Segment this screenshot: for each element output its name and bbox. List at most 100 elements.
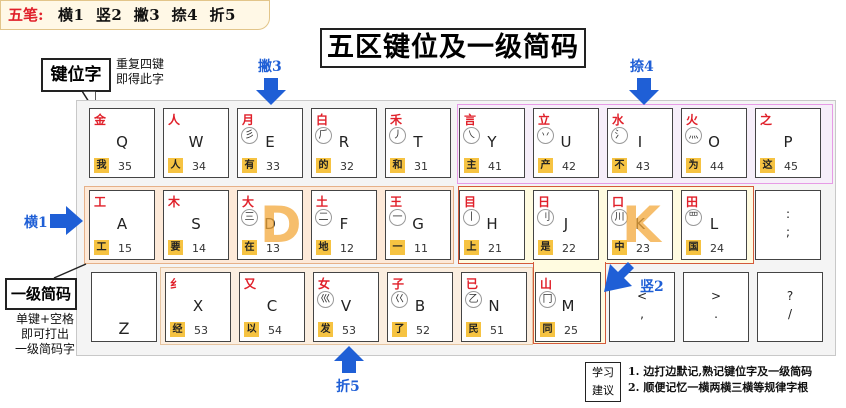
key-zone-number: 51 (490, 324, 504, 337)
key-shortcode-char: 的 (316, 158, 331, 173)
key-shortcode-char: 为 (686, 158, 701, 173)
key-radical-glyph: 灬 (685, 127, 702, 144)
key-radical-glyph: 彡 (241, 127, 258, 144)
key-zone-number: 52 (416, 324, 430, 337)
arrow-right-heng-icon (50, 206, 83, 235)
key-letter: H (486, 215, 498, 233)
key-shortcode-char: 同 (540, 322, 555, 337)
key-letter: W (188, 133, 204, 151)
key-letter: O (708, 133, 720, 151)
arrow-label-heng: 横1 (24, 215, 48, 231)
key-root: 人 (168, 113, 181, 127)
key-radical-glyph: 冂 (539, 291, 556, 308)
banner-strokes: 横1 竖2 撇3 捺4 折5 (58, 6, 236, 24)
key-root: 已 (466, 277, 479, 291)
zone-letter-d: D (260, 196, 302, 254)
key-shortcode-char: 是 (538, 240, 553, 255)
key-letter: Z (118, 319, 130, 338)
key-zone-number: 53 (194, 324, 208, 337)
key-letter: K (635, 215, 645, 233)
key-zone-number: 45 (784, 160, 798, 173)
key-shift-symbol: : (785, 207, 791, 221)
key-radical-glyph: ㇏ (463, 127, 480, 144)
arrow-label-shu: 竖2 (640, 279, 664, 295)
key-zone-number: 33 (266, 160, 280, 173)
key-letter: G (412, 215, 424, 233)
key-zone-number: 14 (192, 242, 206, 255)
key-zone-number: 35 (118, 160, 132, 173)
key-slash[interactable]: ?/ (757, 272, 823, 342)
key-root: 子 (392, 277, 405, 291)
key-radical-glyph: 三 (241, 209, 258, 226)
key-radical-glyph: 丿 (389, 127, 406, 144)
key-root: 日 (538, 195, 551, 209)
page-title: 五区键位及一级简码 (320, 28, 586, 68)
key-shortcode-char: 以 (244, 322, 259, 337)
key-radical-glyph: 二 (315, 209, 332, 226)
key-letter: L (709, 215, 719, 233)
study-advice: 1. 边打边默记,熟记键位字及一级简码 2. 顺便记忆一横两横三横等规律字根 (628, 364, 812, 396)
key-zone-number: 43 (636, 160, 650, 173)
key-z[interactable]: Z (91, 272, 157, 342)
key-radical-glyph: 氵 (611, 127, 628, 144)
key-radical-glyph: 罒 (685, 209, 702, 226)
key-shift-symbol: ? (786, 289, 794, 303)
arrow-down-na-icon (629, 78, 659, 105)
arrow-label-pie: 撇3 (258, 59, 282, 75)
key-zone-number: 25 (564, 324, 578, 337)
key-symbol: ; (785, 225, 791, 239)
arrow-label-zhe: 折5 (336, 379, 360, 395)
key-period[interactable]: >. (683, 272, 749, 342)
key-shortcode-char: 不 (612, 158, 627, 173)
key-letter: D (264, 215, 276, 233)
key-root: 王 (390, 195, 403, 209)
level1-shortcode-note: 单键+空格 即可打出 一级简码字 (10, 312, 80, 357)
key-letter: J (563, 215, 569, 233)
key-letter: U (560, 133, 572, 151)
key-zone-number: 24 (710, 242, 724, 255)
key-letter: C (266, 297, 278, 315)
key-semicolon[interactable]: :; (755, 190, 821, 260)
key-letter: R (338, 133, 350, 151)
key-zone-number: 21 (488, 242, 502, 255)
key-letter: B (414, 297, 426, 315)
zone-letter-k: K (622, 196, 661, 254)
key-root: 女 (318, 277, 331, 291)
key-radical-glyph: 刂 (537, 209, 554, 226)
key-zone-number: 32 (340, 160, 354, 173)
stroke-banner (0, 0, 270, 30)
key-letter: I (637, 133, 643, 151)
key-shift-symbol: < (636, 289, 648, 303)
key-shortcode-char: 一 (390, 240, 405, 255)
key-shortcode-char: 发 (318, 322, 333, 337)
key-shortcode-char: 经 (170, 322, 185, 337)
advice-box-line: 建议 (592, 384, 614, 397)
key-letter: V (340, 297, 352, 315)
key-shortcode-char: 有 (242, 158, 257, 173)
